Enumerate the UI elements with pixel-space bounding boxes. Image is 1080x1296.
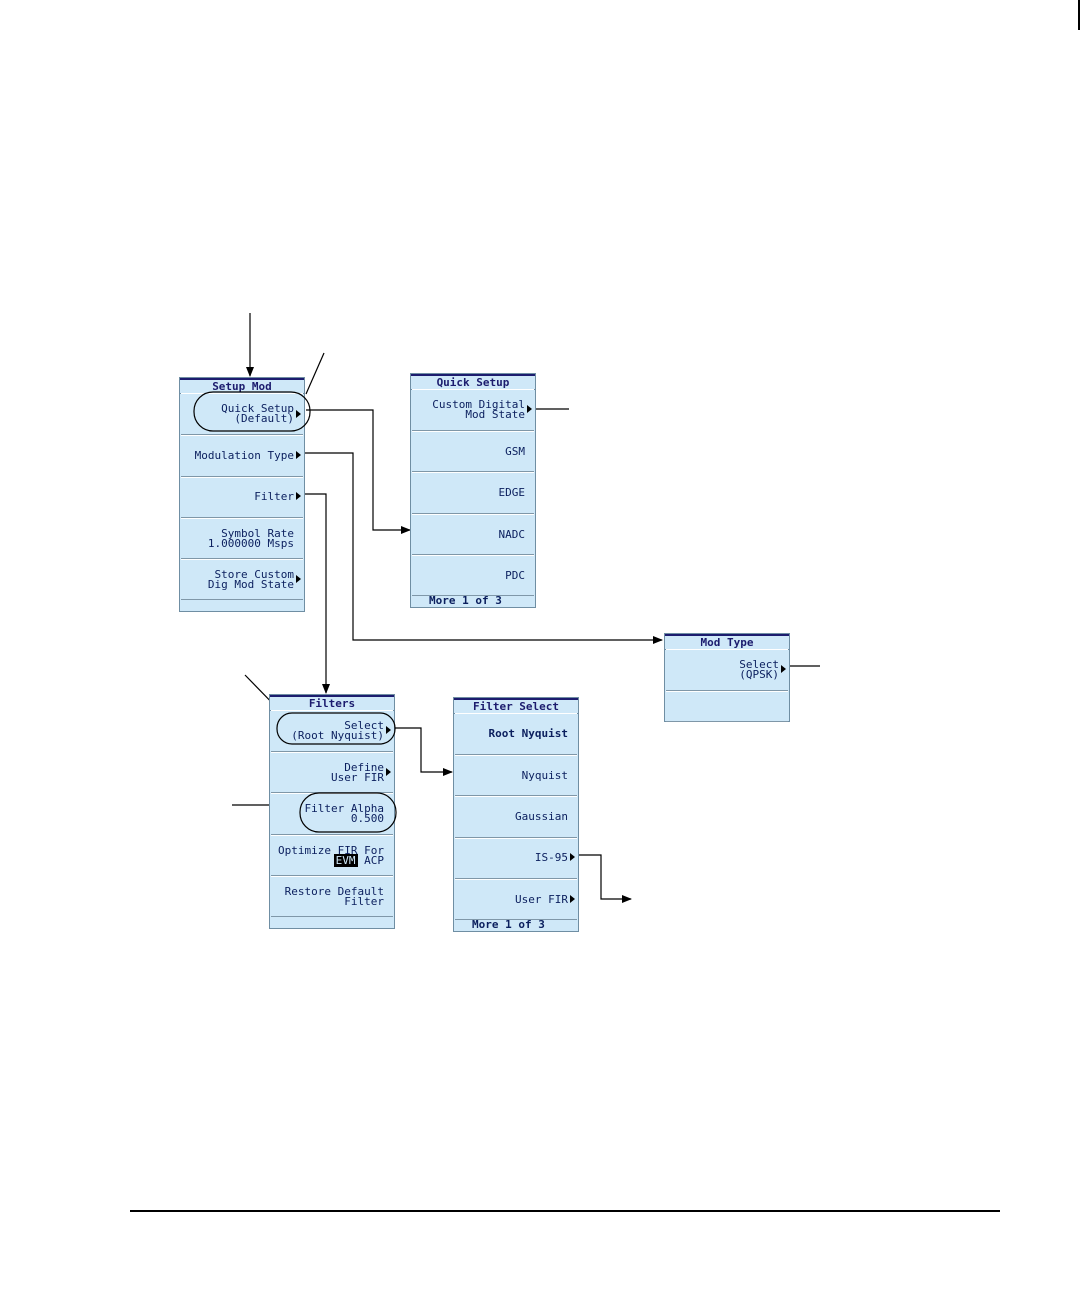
filters-select-softkey[interactable]: Select (Root Nyquist): [271, 710, 393, 752]
optimize-fir-softkey[interactable]: Optimize FIR For EVM ACP: [271, 835, 393, 876]
gsm-softkey[interactable]: GSM: [412, 431, 534, 472]
footer-rule: [130, 1210, 1000, 1212]
is95-label: IS-95: [534, 851, 568, 864]
is95-softkey[interactable]: IS-95: [455, 838, 577, 879]
submenu-arrow-icon: [296, 410, 301, 418]
submenu-arrow-icon: [296, 451, 301, 459]
submenu-arrow-icon: [527, 405, 532, 413]
submenu-arrow-icon: [781, 665, 786, 673]
setup-mod-menu: Setup Mod Quick Setup (Default) Modulati…: [179, 377, 305, 612]
gaussian-label: Gaussian: [515, 810, 568, 823]
evm-selected-option: EVM: [333, 854, 358, 867]
filter-alpha-label: Filter Alpha 0.500: [304, 802, 384, 825]
define-user-fir-label: Define User FIR: [331, 761, 384, 784]
submenu-arrow-icon: [570, 853, 575, 861]
submenu-arrow-icon: [296, 492, 301, 500]
mod-type-blank-softkey[interactable]: [666, 691, 788, 722]
symbol-rate-label: Symbol Rate 1.000000 Msps: [207, 527, 294, 550]
modulation-type-label: Modulation Type: [194, 449, 294, 462]
filter-alpha-highlight-ellipse: [299, 792, 397, 833]
filter-select-menu: Filter Select Root Nyquist Nyquist Gauss…: [453, 697, 579, 932]
optimize-fir-label: Optimize FIR For EVM ACP: [278, 844, 384, 867]
top-rule: [1078, 0, 1080, 30]
pdc-label: PDC: [505, 569, 525, 582]
nyquist-label: Nyquist: [521, 769, 568, 782]
custom-digital-softkey[interactable]: Custom Digital Mod State: [412, 389, 534, 431]
filter-label: Filter: [254, 490, 294, 503]
edge-softkey[interactable]: EDGE: [412, 472, 534, 514]
nadc-label: NADC: [498, 528, 526, 541]
user-fir-softkey[interactable]: User FIR: [455, 879, 577, 920]
mod-type-menu: Mod Type Select (QPSK): [664, 633, 790, 722]
modulation-type-softkey[interactable]: Modulation Type: [181, 435, 303, 477]
filter-alpha-softkey[interactable]: Filter Alpha 0.500: [271, 793, 393, 835]
filters-select-connector: [394, 727, 453, 776]
gaussian-softkey[interactable]: Gaussian: [455, 796, 577, 838]
restore-default-filter-softkey[interactable]: Restore Default Filter: [271, 876, 393, 917]
mod-type-select-softkey[interactable]: Select (QPSK): [666, 649, 788, 691]
store-custom-label: Store Custom Dig Mod State: [207, 568, 294, 591]
gsm-label: GSM: [505, 445, 525, 458]
quick-setup-menu: Quick Setup Custom Digital Mod State GSM…: [410, 373, 536, 608]
restore-default-filter-label: Restore Default Filter: [284, 885, 384, 908]
filter-select-page-indicator[interactable]: More 1 of 3: [472, 918, 545, 931]
filter-softkey[interactable]: Filter: [181, 477, 303, 518]
root-nyquist-softkey[interactable]: Root Nyquist: [455, 713, 577, 755]
quick-setup-callout-line: [305, 352, 325, 395]
quick-setup-label: Quick Setup (Default): [221, 402, 294, 425]
submenu-arrow-icon: [386, 726, 391, 734]
quick-setup-connector: [306, 409, 411, 534]
quick-setup-page-indicator[interactable]: More 1 of 3: [429, 594, 502, 607]
quick-setup-softkey[interactable]: Quick Setup (Default): [181, 393, 303, 435]
nadc-softkey[interactable]: NADC: [412, 514, 534, 555]
nyquist-softkey[interactable]: Nyquist: [455, 755, 577, 796]
custom-digital-label: Custom Digital Mod State: [432, 398, 525, 421]
quick-setup-title: Quick Setup: [411, 374, 535, 390]
filters-menu: Filters Select (Root Nyquist) Define Use…: [269, 694, 395, 929]
store-custom-softkey[interactable]: Store Custom Dig Mod State: [181, 559, 303, 600]
mod-type-select-label: Select (QPSK): [739, 658, 779, 681]
submenu-arrow-icon: [570, 895, 575, 903]
define-user-fir-softkey[interactable]: Define User FIR: [271, 752, 393, 793]
symbol-rate-softkey[interactable]: Symbol Rate 1.000000 Msps: [181, 518, 303, 559]
root-nyquist-label: Root Nyquist: [488, 727, 568, 740]
is95-connector: [578, 854, 632, 903]
filters-select-highlight-ellipse: [276, 712, 396, 745]
mod-type-title: Mod Type: [665, 634, 789, 650]
filters-select-label: Select (Root Nyquist): [291, 719, 384, 742]
filter-connector: [304, 493, 330, 694]
filter-select-title: Filter Select: [454, 698, 578, 714]
edge-label: EDGE: [498, 486, 526, 499]
submenu-arrow-icon: [386, 768, 391, 776]
modulation-type-connector: [304, 452, 663, 644]
submenu-arrow-icon: [296, 575, 301, 583]
quick-setup-highlight-ellipse: [193, 391, 311, 432]
user-fir-label: User FIR: [515, 893, 568, 906]
pdc-softkey[interactable]: PDC: [412, 555, 534, 596]
filters-title: Filters: [270, 695, 394, 711]
